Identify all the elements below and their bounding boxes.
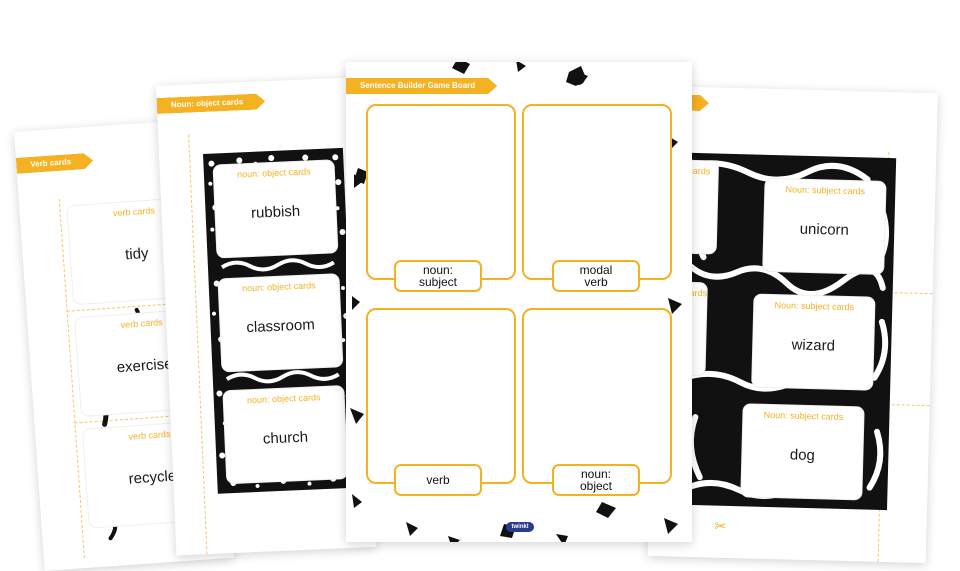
object-card-caption: noun: object cards bbox=[246, 392, 321, 406]
subject-card-caption: Noun: subject cards bbox=[763, 409, 844, 422]
object-cards-sheet: Noun: object cards noun: object cards ru… bbox=[156, 77, 377, 556]
subject-card-word: unicorn bbox=[799, 220, 850, 239]
verb-cards-sheet: Verb cards verb cards tidy verb cards ex… bbox=[14, 118, 235, 571]
game-board-sheet: Sentence Builder Game Board noun: subjec… bbox=[346, 62, 692, 542]
object-card-1[interactable]: noun: object cards rubbish bbox=[213, 160, 338, 258]
board-slot-bottom-left[interactable] bbox=[366, 308, 516, 484]
board-slot-top-right[interactable] bbox=[522, 104, 672, 280]
slot-label-noun-object: noun: object bbox=[552, 464, 640, 496]
subject-cards-sheet: cards object cards by object cards on No… bbox=[647, 86, 938, 564]
board-slot-bottom-right[interactable] bbox=[522, 308, 672, 484]
slot-label-verb: verb bbox=[394, 464, 482, 496]
object-card-word: church bbox=[262, 428, 309, 448]
board-slot-top-left[interactable] bbox=[366, 104, 516, 280]
object-card-caption: noun: object cards bbox=[241, 280, 316, 294]
twinkl-logo: twinkl bbox=[506, 522, 534, 532]
scissors-icon: ✂ bbox=[714, 517, 727, 534]
object-card-2[interactable]: noun: object cards classroom bbox=[218, 274, 343, 372]
slot-label-modal-verb: modal verb bbox=[552, 260, 640, 292]
subject-card-word: dog bbox=[789, 446, 816, 465]
object-card-word: rubbish bbox=[250, 202, 301, 222]
subject-card-2[interactable]: Noun: subject cards wizard bbox=[752, 294, 875, 390]
object-card-caption: noun: object cards bbox=[236, 166, 311, 180]
subject-card-caption: Noun: subject cards bbox=[785, 184, 866, 197]
object-card-word: classroom bbox=[246, 316, 316, 337]
game-board-tag: Sentence Builder Game Board bbox=[346, 78, 497, 94]
slot-label-noun-subject: noun: subject bbox=[394, 260, 482, 292]
subject-card-1[interactable]: Noun: subject cards unicorn bbox=[763, 178, 886, 274]
subject-card-3[interactable]: Noun: subject cards dog bbox=[741, 404, 864, 500]
subject-card-caption: Noun: subject cards bbox=[774, 300, 855, 313]
subject-card-word: wizard bbox=[791, 336, 836, 355]
object-card-3[interactable]: noun: object cards church bbox=[223, 386, 348, 484]
